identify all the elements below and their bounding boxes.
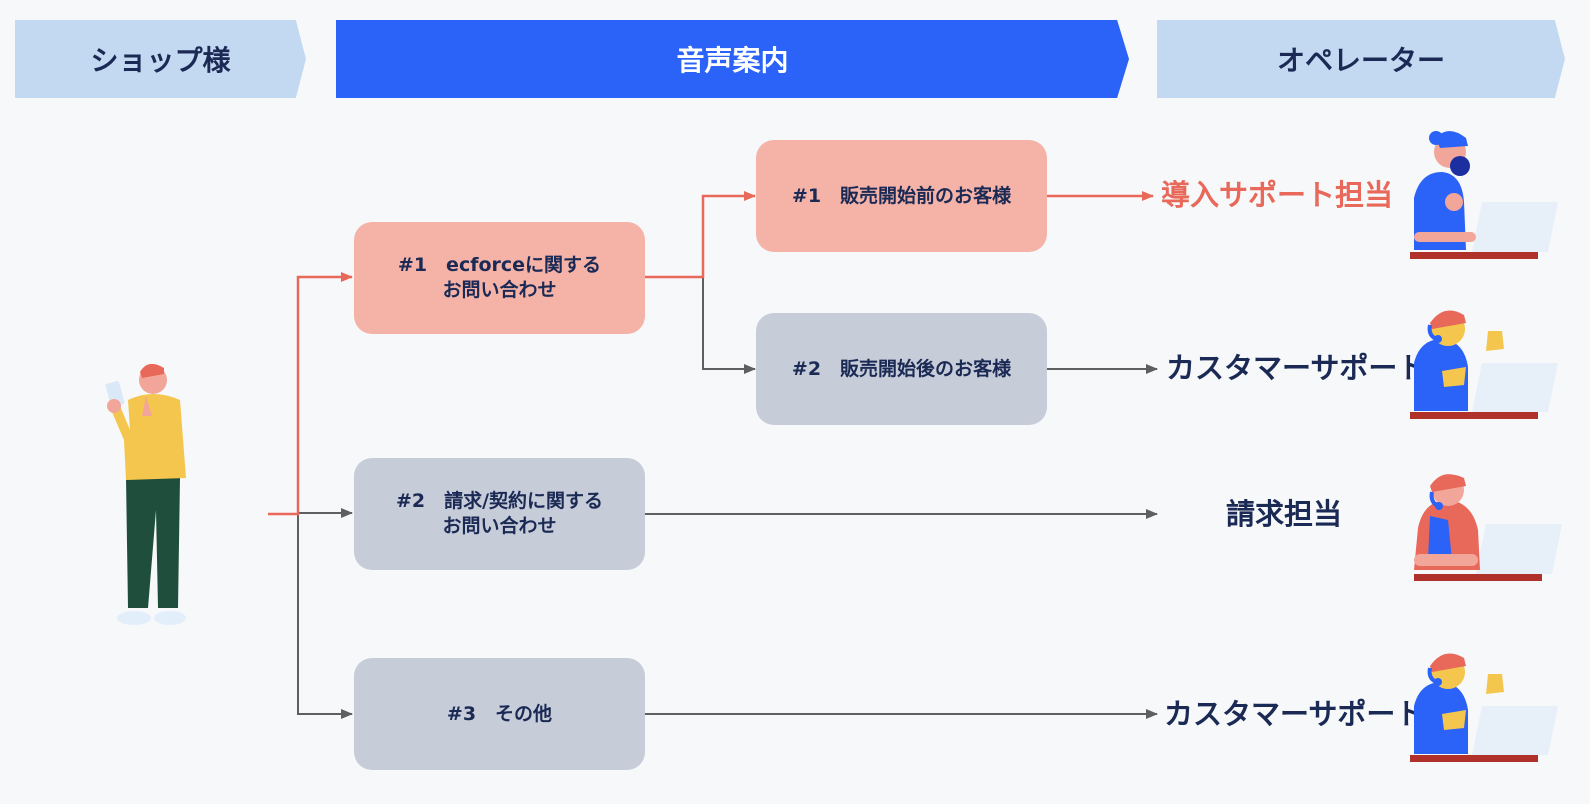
destination-onboarding: 導入サポート担当 xyxy=(1161,177,1393,213)
header-operator-label: オペレーター xyxy=(1276,44,1445,77)
operator-onboarding-illustration xyxy=(1410,131,1558,259)
menu-node-after-sales: #2 販売開始後のお客様 xyxy=(756,313,1047,425)
menu-node-other: #3 その他 xyxy=(354,658,645,770)
menu-node-before-sales-label: #1 販売開始前のお客様 xyxy=(791,184,1012,207)
menu-node-before-sales: #1 販売開始前のお客様 xyxy=(756,140,1047,252)
edge-root-to-other xyxy=(297,513,353,719)
header-voice-label: 音声案内 xyxy=(676,44,789,77)
destination-customer-support-2-label: カスタマーサポート xyxy=(1164,697,1425,731)
edge-ecforce-to-after-sales xyxy=(702,277,756,374)
destination-customer-support-1-label: カスタマーサポート xyxy=(1166,351,1427,385)
header-voice-guidance: 音声案内 xyxy=(336,20,1129,98)
menu-node-billing-label: #2 請求/契約に関する お問い合わせ xyxy=(395,490,604,537)
menu-node-ecforce: #1 ecforceに関する お問い合わせ xyxy=(354,222,645,334)
edge-root-to-ecforce xyxy=(268,272,353,516)
shop-person-illustration xyxy=(105,363,186,625)
header-shop: ショップ様 xyxy=(15,20,306,98)
destination-onboarding-label: 導入サポート担当 xyxy=(1161,178,1394,212)
menu-node-after-sales-label: #2 販売開始後のお客様 xyxy=(791,357,1012,380)
menu-node-billing: #2 請求/契約に関する お問い合わせ xyxy=(354,458,645,570)
header-shop-label: ショップ様 xyxy=(90,44,231,77)
destination-customer-support-1: カスタマーサポート xyxy=(1166,350,1426,386)
operator-customer-support-2-illustration xyxy=(1410,653,1558,762)
operator-customer-support-1-illustration xyxy=(1410,310,1558,419)
edge-ecforce-to-before-sales xyxy=(645,191,756,279)
menu-node-other-label: #3 その他 xyxy=(446,702,553,725)
destination-billing-label: 請求担当 xyxy=(1226,497,1343,531)
destination-customer-support-2: カスタマーサポート xyxy=(1164,696,1424,732)
menu-node-ecforce-label: #1 ecforceに関する お問い合わせ xyxy=(397,254,602,301)
destination-billing: 請求担当 xyxy=(1226,496,1342,532)
operator-billing-illustration xyxy=(1414,474,1562,581)
header-operator: オペレーター xyxy=(1157,20,1565,98)
